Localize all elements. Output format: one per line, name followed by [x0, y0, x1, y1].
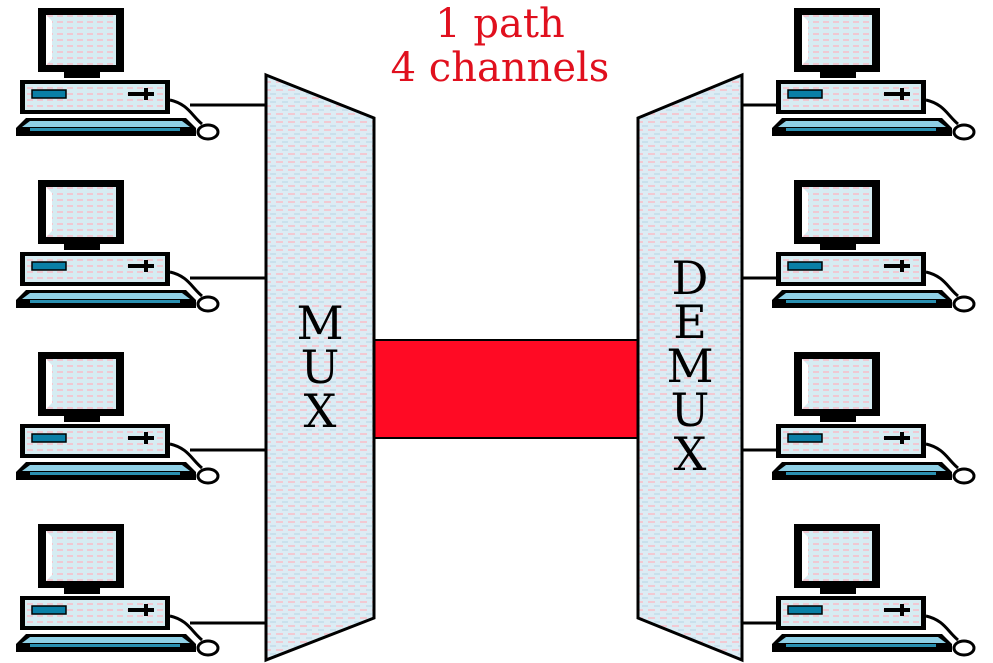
demux-letter: X	[673, 427, 707, 481]
computer-icon	[14, 178, 220, 313]
mux-label: M U X	[290, 296, 350, 438]
mux-device	[264, 72, 376, 663]
mux-letter: M	[296, 296, 344, 350]
mux-letter: U	[300, 340, 340, 394]
shared-path	[371, 339, 641, 439]
computer-icon	[770, 350, 976, 485]
computer-icon	[14, 6, 220, 141]
caption-line-1: 1 path	[435, 1, 565, 47]
mux-input-lines	[190, 103, 268, 625]
computer-icon	[770, 178, 976, 313]
demux-label: D E M U X	[660, 251, 720, 481]
diagram-caption: 1 path 4 channels	[360, 2, 640, 90]
mux-letter: X	[303, 384, 337, 438]
demux-letter: E	[673, 295, 707, 349]
computer-icon	[14, 350, 220, 485]
demux-letter: U	[670, 383, 710, 437]
demux-output-lines	[740, 103, 800, 625]
caption-line-2: 4 channels	[390, 45, 610, 91]
demux-letter: D	[671, 251, 709, 305]
demux-device	[636, 72, 744, 663]
computer-icon	[14, 522, 220, 657]
computer-icon	[770, 522, 976, 657]
demux-letter: M	[666, 339, 714, 393]
computer-icon	[770, 6, 976, 141]
